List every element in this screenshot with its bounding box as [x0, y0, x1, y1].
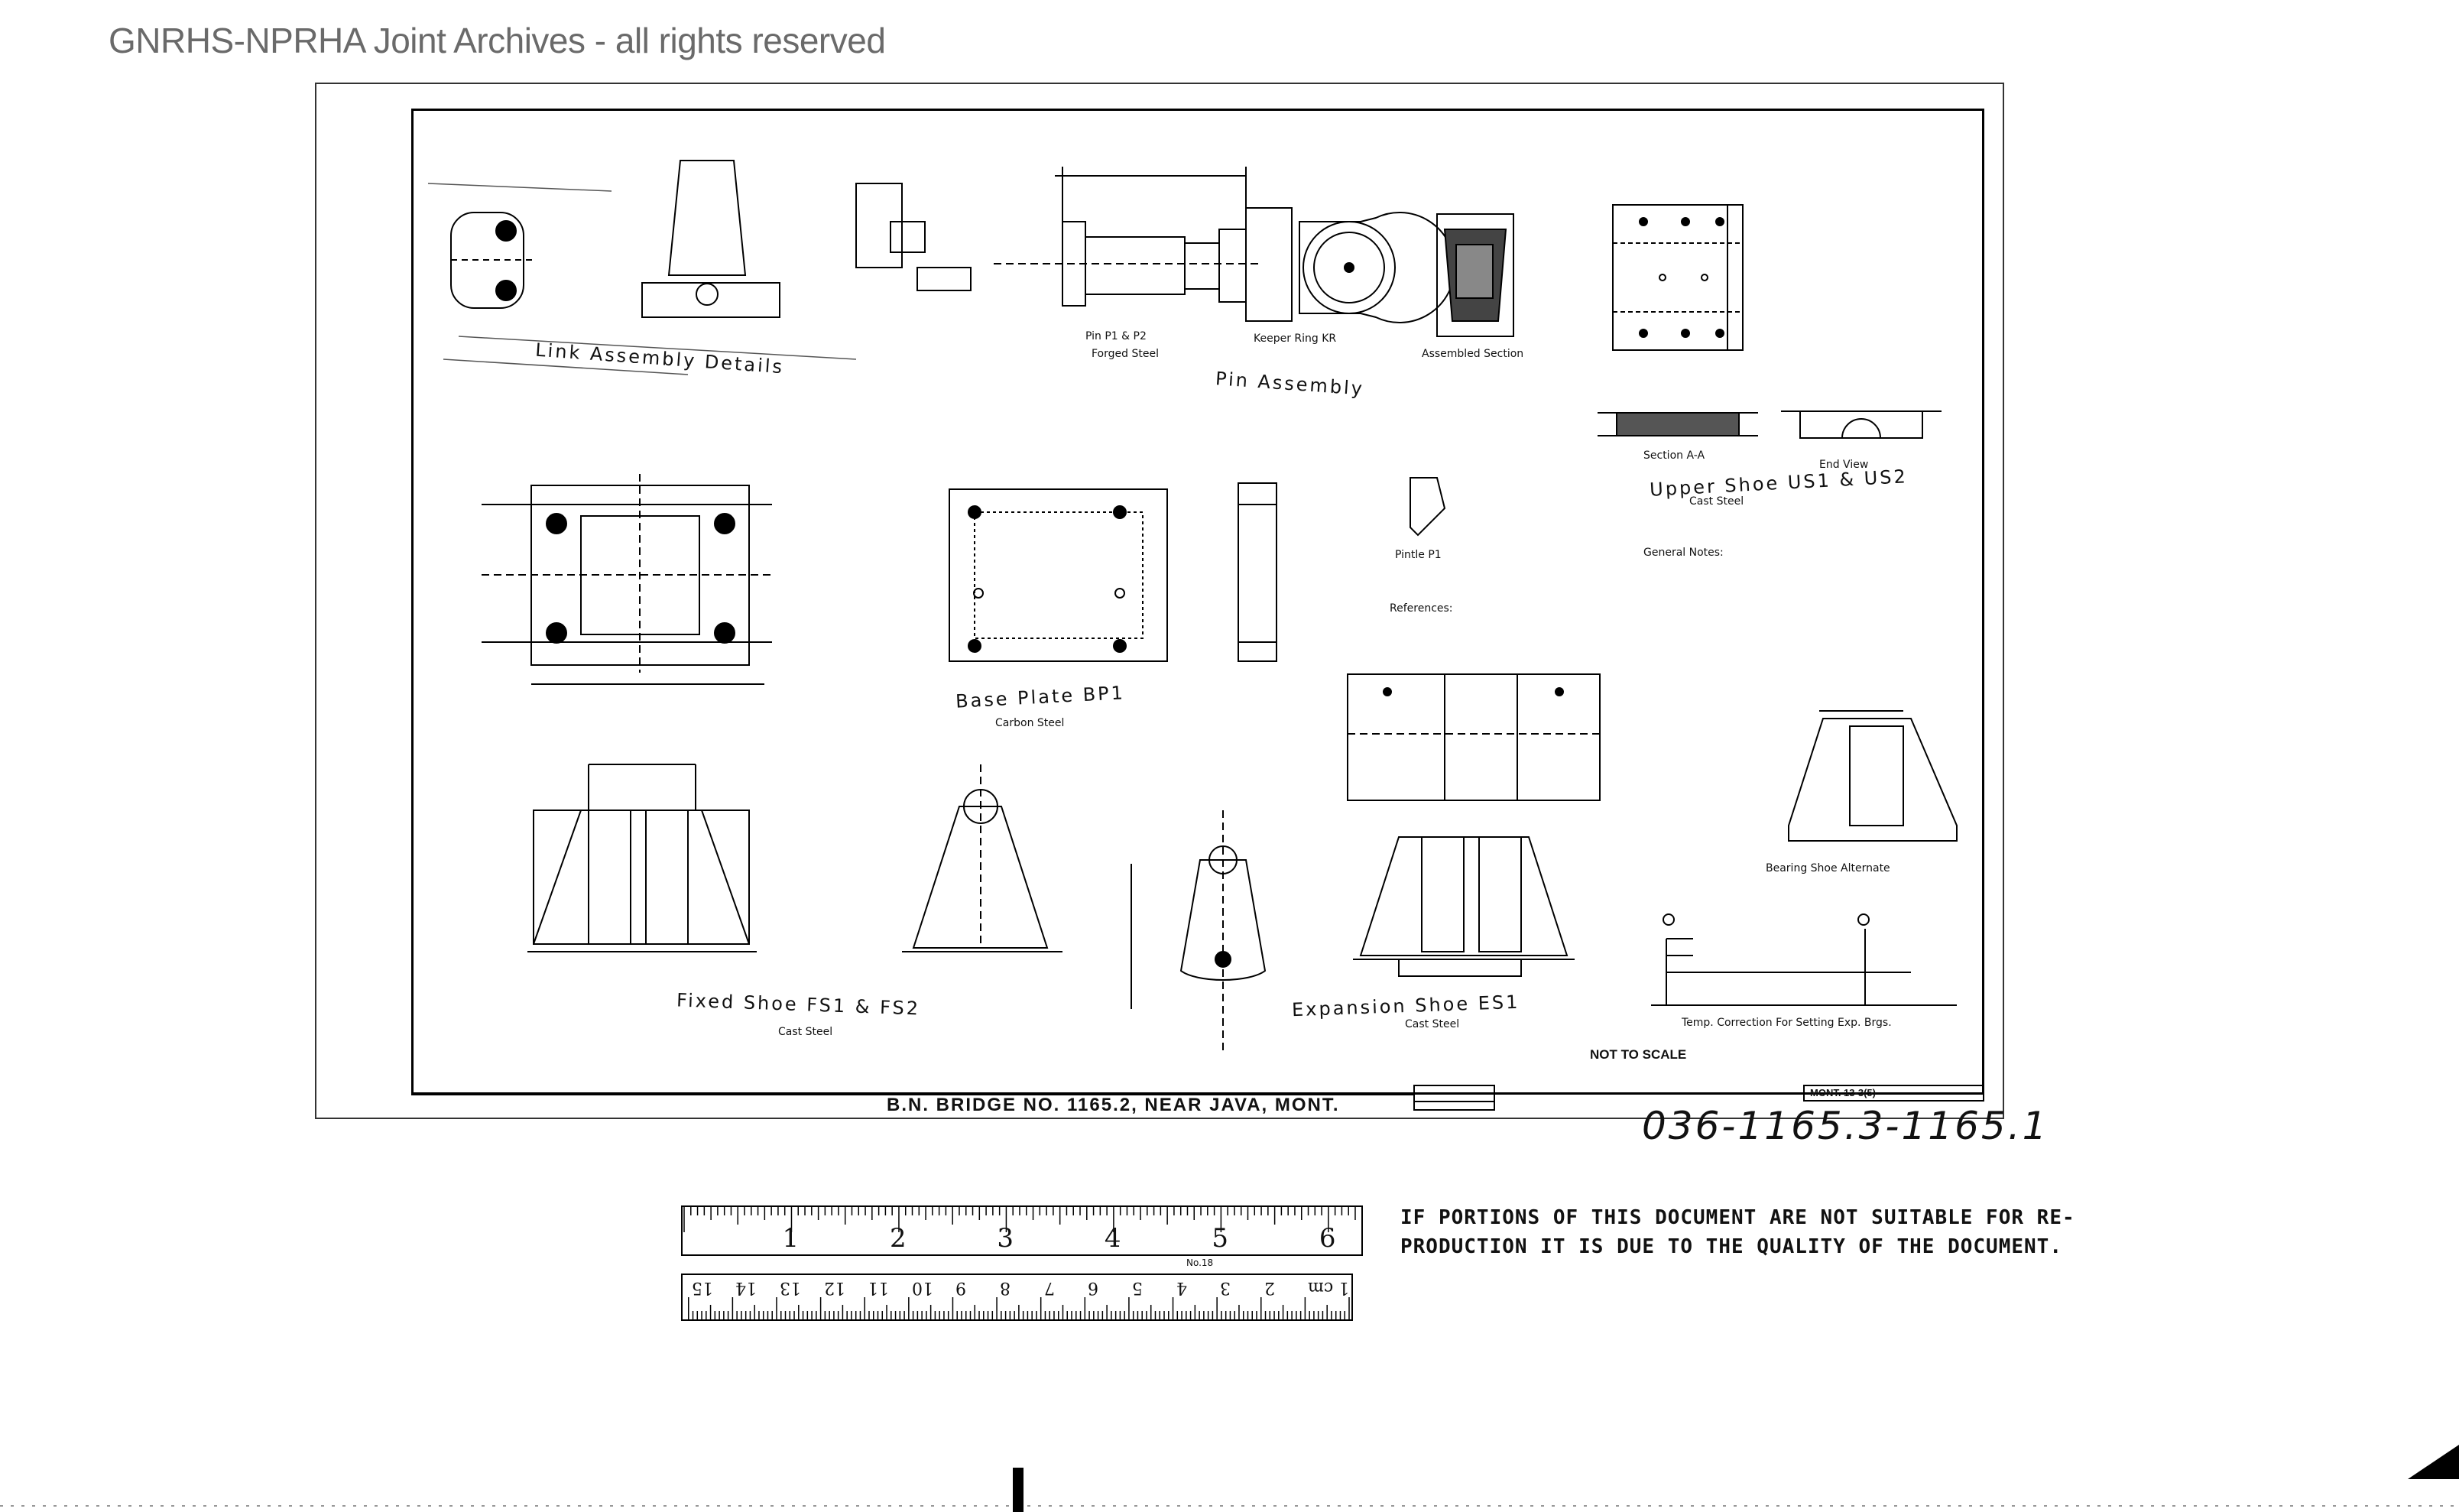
watermark-text: GNRHS-NPRHA Joint Archives - all rights … [109, 21, 886, 60]
notice-line-2: PRODUCTION IT IS DUE TO THE QUALITY OF T… [1400, 1235, 2062, 1258]
note-forged-steel: Forged Steel [1092, 348, 1159, 360]
fixed-shoe-side-view [902, 764, 1062, 952]
expansion-shoe-plan-view [1347, 673, 1601, 801]
label-keeper-ring: Keeper Ring KR [1254, 333, 1337, 345]
ruler-cm-label: 4 [1176, 1278, 1187, 1297]
label-temp-correction: Temp. Correction For Setting Exp. Brgs. [1682, 1017, 1892, 1029]
expansion-shoe-side-view [1131, 810, 1267, 1055]
ruler-cm-label: 6 [1088, 1278, 1099, 1297]
pin-view [994, 167, 1261, 307]
label-pintle: Pintle P1 [1395, 549, 1442, 561]
scan-corner-mark [2408, 1445, 2459, 1479]
link-bar-view [450, 212, 535, 309]
fixed-shoe-plan-view [482, 474, 772, 685]
ruler-cm-label: 8 [1000, 1278, 1011, 1297]
link-assembled-view [641, 160, 926, 318]
reproduction-notice: IF PORTIONS OF THIS DOCUMENT ARE NOT SUI… [1400, 1203, 2075, 1261]
temp-correction-view [1651, 913, 1957, 1006]
noise-region [427, 183, 857, 375]
bearing-shoe-alternate-view [1788, 710, 1958, 842]
fixed-shoe-elevation-view [527, 764, 757, 952]
not-to-scale: NOT TO SCALE [1590, 1047, 1687, 1062]
label-pin: Pin P1 & P2 [1085, 330, 1147, 342]
ruler-cm-label: 1 cm [1308, 1278, 1350, 1297]
ruler-cm-label: 5 [1131, 1278, 1143, 1297]
ruler-cm-label: 10 [911, 1278, 933, 1297]
end-view [1781, 410, 1942, 439]
upper-shoe-plan-view [1612, 204, 1744, 351]
keeper-ring-view [1245, 207, 1455, 323]
note-carbon-steel: Carbon Steel [995, 717, 1065, 729]
ruler-cm-label: 14 [735, 1278, 757, 1297]
ruler-cm-label: 9 [955, 1278, 967, 1297]
ruler-cm-label: 12 [823, 1278, 845, 1297]
scan-mark [1013, 1468, 1024, 1512]
link-pin-view [916, 267, 972, 291]
drawing-frame [411, 109, 1984, 1095]
pintle-view [1410, 477, 1446, 537]
ruler-model: No.18 [1186, 1257, 1214, 1268]
note-general-notes: General Notes: [1643, 547, 1724, 559]
expansion-shoe-elevation-view [1353, 836, 1575, 977]
scale-ruler [681, 1205, 1363, 1321]
label-section-aa: Section A-A [1643, 449, 1705, 462]
ruler-inch-label: 1 [782, 1223, 800, 1254]
drawing-title: B.N. BRIDGE NO. 1165.2, NEAR JAVA, MONT. [887, 1095, 1340, 1115]
ruler-cm-label: 3 [1220, 1278, 1231, 1297]
note-cast-steel-expansion: Cast Steel [1405, 1018, 1460, 1030]
label-assembled-section: Assembled Section [1422, 348, 1524, 360]
title-strip [411, 1085, 1984, 1111]
ruler-inch-label: 3 [997, 1223, 1014, 1254]
ruler-inch-label: 5 [1212, 1223, 1229, 1254]
section-aa-view [1598, 412, 1758, 436]
ruler-cm-label: 11 [868, 1278, 890, 1297]
drawing-sheet [315, 83, 2004, 1119]
label-end-view: End View [1819, 459, 1869, 471]
handwritten-drawing-number: 036-1165.3-1165.1 [1642, 1104, 2049, 1148]
note-cast-steel-fixed: Cast Steel [778, 1026, 833, 1038]
ruler-cm-label: 7 [1043, 1278, 1055, 1297]
ruler-cm-label: 13 [779, 1278, 801, 1297]
ruler-cm-label: 2 [1264, 1278, 1275, 1297]
ruler-inch-label: 6 [1319, 1223, 1336, 1254]
ruler-cm-label: 15 [691, 1278, 713, 1297]
note-references: References: [1390, 602, 1453, 615]
assembled-section-view [1436, 213, 1514, 337]
notice-line-1: IF PORTIONS OF THIS DOCUMENT ARE NOT SUI… [1400, 1206, 2075, 1229]
ruler-inch-label: 4 [1104, 1223, 1121, 1254]
ruler-inch-label: 2 [889, 1223, 907, 1254]
sheet-ref: MONT. 13-3(5) [1810, 1087, 1876, 1098]
note-cast-steel-upper: Cast Steel [1689, 495, 1744, 508]
label-bearing-shoe-alternate: Bearing Shoe Alternate [1766, 862, 1890, 874]
base-plate-view [949, 482, 1277, 662]
